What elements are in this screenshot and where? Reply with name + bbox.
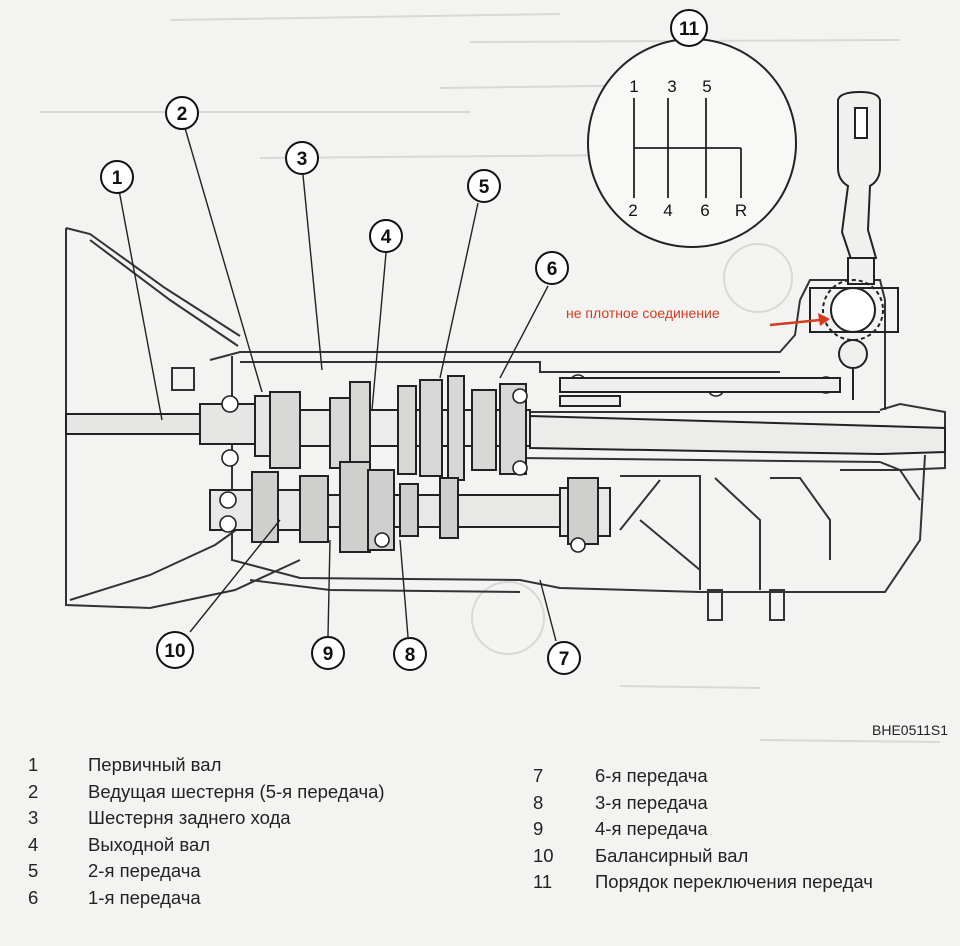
legend-text: 6-я передача	[595, 765, 708, 786]
legend-right: 7 6-я передача 8 3-я передача 9 4-я пере…	[533, 763, 953, 896]
shift-gear-4: 4	[663, 201, 672, 220]
legend-number: 8	[533, 791, 544, 813]
shift-gear-6: 6	[700, 201, 709, 220]
callout-11: 11	[670, 9, 708, 47]
figure-code: BHE0511S1	[872, 722, 949, 738]
callout-4: 4	[369, 219, 403, 253]
input-shaft	[65, 395, 301, 457]
shift-gear-1: 1	[629, 77, 638, 96]
leader-lines	[118, 127, 557, 642]
legend-text: 1-я передача	[88, 886, 201, 908]
callout-10: 10	[156, 631, 194, 669]
legend-number: 2	[28, 780, 39, 802]
shift-gear-3: 3	[667, 77, 676, 96]
legend-text: Порядок переключения передач	[595, 871, 873, 892]
annotation-arrow	[769, 313, 830, 327]
annotation-note: не плотное соединение	[566, 305, 720, 321]
legend-item: 3 Шестерня заднего хода	[28, 805, 548, 832]
gear-lever	[809, 90, 899, 400]
svg-text:2: 2	[177, 104, 188, 125]
legend-text: Шестерня заднего хода	[88, 807, 291, 828]
legend-number: 9	[533, 818, 544, 839]
svg-text:9: 9	[323, 644, 334, 665]
callout-6: 6	[535, 251, 569, 285]
callout-1: 1	[100, 160, 134, 194]
legend-item: 7 6-я передача	[533, 763, 953, 790]
callout-9: 9	[311, 636, 345, 670]
legend-text: Первичный вал	[88, 754, 222, 775]
legend-item: 4 Выходной вал	[28, 832, 548, 859]
svg-text:7: 7	[559, 649, 570, 670]
output-shaft	[299, 409, 946, 456]
legend-number: 4	[28, 833, 39, 855]
svg-text:11: 11	[679, 19, 700, 40]
svg-text:3: 3	[297, 149, 308, 170]
legend-number: 7	[533, 765, 544, 786]
legend-text: 2-я передача	[88, 860, 201, 881]
callout-8: 8	[393, 637, 427, 671]
main-shaft-gears	[269, 375, 527, 481]
legend-item: 8 3-я передача	[533, 790, 953, 817]
shift-rail	[559, 377, 841, 407]
legend-item: 9 4-я передача	[533, 816, 953, 843]
shift-gear-2: 2	[628, 201, 637, 220]
legend-text: Балансирный вал	[595, 844, 749, 866]
legend-item: 11 Порядок переключения передач	[533, 869, 953, 896]
callout-5: 5	[467, 169, 501, 203]
svg-text:6: 6	[547, 259, 558, 280]
legend-number: 3	[28, 807, 39, 828]
legend-text: Выходной вал	[88, 833, 211, 855]
legend-item: 10 Балансирный вал	[533, 843, 953, 870]
legend-number: 11	[533, 871, 553, 892]
background-print-through	[40, 13, 941, 743]
legend-number: 5	[28, 860, 39, 881]
legend-number: 1	[28, 754, 39, 775]
shift-pattern-circle	[587, 38, 797, 248]
legend-number: 6	[28, 886, 39, 908]
legend-text: 3-я передача	[595, 791, 708, 813]
transmission-case	[209, 279, 946, 593]
svg-text:4: 4	[381, 227, 392, 248]
legend-item: 6 1-я передача	[28, 885, 548, 912]
legend-text: Ведущая шестерня (5-я передача)	[88, 780, 385, 802]
svg-text:1: 1	[112, 168, 123, 189]
legend-item: 5 2-я передача	[28, 858, 548, 885]
shift-gear-5: 5	[702, 77, 711, 96]
svg-text:10: 10	[164, 641, 185, 662]
callout-3: 3	[285, 141, 319, 175]
shift-pattern: 1 3 5 2 4 6 R	[587, 38, 797, 248]
callout-7: 7	[547, 641, 581, 675]
svg-text:5: 5	[479, 177, 490, 198]
callout-2: 2	[165, 96, 199, 130]
legend-text: 4-я передача	[595, 818, 708, 839]
shift-pattern-gates	[633, 98, 742, 198]
counter-shaft-gears	[251, 461, 599, 553]
legend-left: 1 Первичный вал 2 Ведущая шестерня (5-я …	[28, 752, 548, 911]
legend-item: 1 Первичный вал	[28, 752, 548, 779]
svg-text:8: 8	[405, 645, 416, 666]
shift-gear-r: R	[735, 201, 747, 220]
legend-number: 10	[533, 844, 554, 866]
legend-item: 2 Ведущая шестерня (5-я передача)	[28, 779, 548, 806]
rear-extension-ribs	[619, 469, 921, 621]
